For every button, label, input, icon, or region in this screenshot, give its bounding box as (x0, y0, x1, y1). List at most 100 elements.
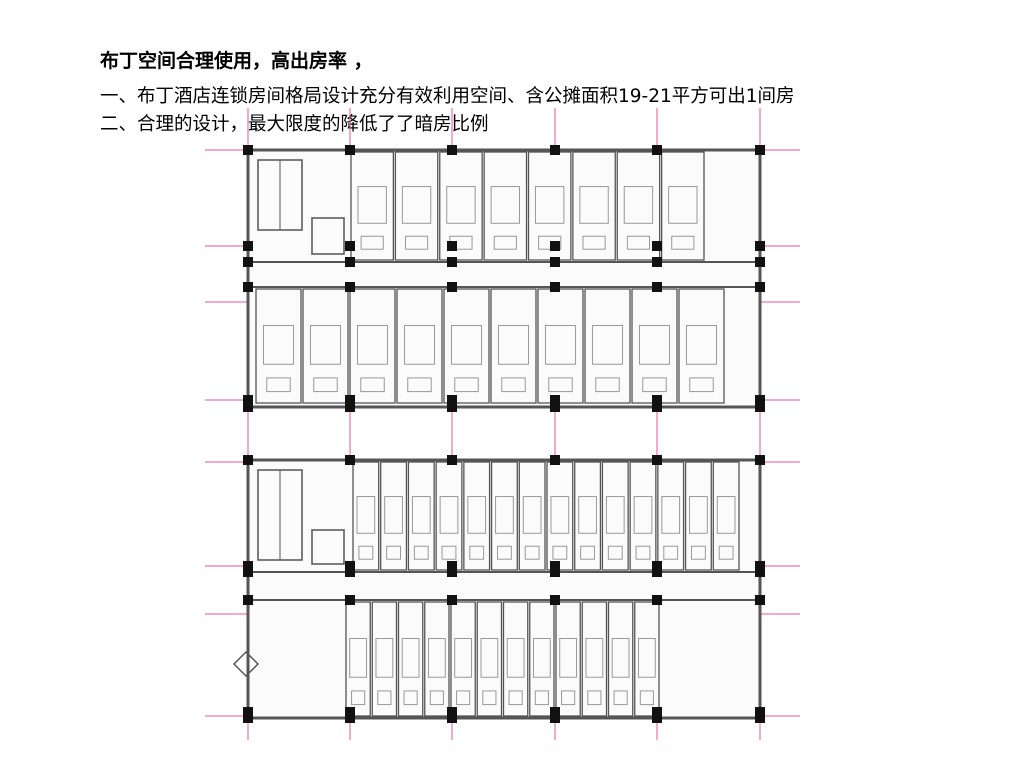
room-bathroom (482, 690, 497, 706)
room-outline (463, 461, 491, 571)
room-bed (446, 186, 476, 224)
column (243, 145, 253, 155)
room-outline (397, 601, 424, 717)
column (755, 455, 765, 465)
room-bed (638, 324, 671, 365)
room-bed (454, 637, 473, 678)
room-bathroom (552, 545, 568, 560)
room-bathroom (524, 545, 540, 560)
room-bed (611, 637, 630, 678)
room-outline (490, 461, 518, 571)
column (447, 595, 457, 605)
room-bathroom (403, 690, 418, 706)
lower-room-row-north (352, 461, 740, 571)
room-outline (527, 151, 572, 261)
room-bathroom (351, 690, 366, 706)
room-bathroom (386, 545, 401, 560)
room-outline (678, 288, 725, 404)
room-bed (490, 186, 521, 224)
room-bathroom (534, 690, 549, 706)
room-outline (255, 288, 302, 404)
column (652, 707, 662, 717)
room-outline (345, 601, 371, 717)
room-bathroom (642, 377, 667, 393)
column (345, 402, 355, 412)
column (345, 241, 355, 251)
room-bathroom (469, 545, 485, 560)
room-bathroom (360, 377, 385, 393)
column (550, 561, 560, 571)
upper-room-row-south (255, 288, 725, 404)
column (652, 282, 662, 292)
column (345, 145, 355, 155)
room-outline (483, 151, 528, 261)
column (243, 241, 253, 251)
room-outline (490, 288, 537, 404)
room-outline (629, 461, 657, 571)
room-bathroom (501, 377, 526, 393)
room-bathroom (639, 690, 654, 706)
room-outline (371, 601, 398, 717)
room-bed (506, 637, 525, 678)
room-bathroom (377, 690, 392, 706)
room-bed (349, 637, 368, 678)
column (447, 561, 457, 571)
room-bed (559, 637, 578, 678)
column (243, 395, 253, 405)
column (550, 282, 560, 292)
room-bathroom (561, 690, 576, 706)
room-bed (467, 496, 487, 534)
lower-elevator (311, 529, 345, 565)
column (652, 241, 662, 251)
room-bathroom (413, 545, 429, 560)
column (550, 395, 560, 405)
room-outline (407, 461, 435, 571)
column (550, 713, 560, 723)
room-bed (356, 496, 376, 534)
room-outline (439, 151, 483, 261)
room-bathroom (404, 235, 429, 250)
column (550, 455, 560, 465)
room-outline (584, 288, 631, 404)
room-outline (607, 601, 634, 717)
room-bathroom (441, 545, 457, 560)
room-bathroom (663, 545, 679, 560)
room-bed (689, 496, 708, 534)
room-outline (616, 151, 661, 261)
room-bed (401, 186, 432, 224)
column (345, 707, 355, 717)
column (755, 707, 765, 717)
room-bed (579, 186, 609, 224)
room-outline (581, 601, 608, 717)
room-bed (439, 496, 459, 534)
room-outline (634, 601, 660, 717)
room-bed (357, 186, 387, 224)
column (243, 567, 253, 577)
column (243, 455, 253, 465)
room-bed (637, 637, 656, 678)
column (550, 595, 560, 605)
room-bathroom (548, 377, 573, 393)
room-bathroom (538, 235, 562, 250)
column (550, 257, 560, 267)
column (755, 567, 765, 577)
room-outline (394, 151, 439, 261)
room-bed (401, 637, 420, 678)
column (652, 455, 662, 465)
column (447, 713, 457, 723)
room-outline (352, 461, 380, 571)
column (652, 257, 662, 267)
description-line-2: 二、合理的设计，最大限度的降低了了暗房比例 (100, 114, 489, 135)
column (243, 713, 253, 723)
room-bed (591, 324, 624, 365)
column (345, 395, 355, 405)
room-bathroom (580, 545, 596, 560)
column (345, 257, 355, 267)
column (652, 395, 662, 405)
slide-heading: 布丁空间合理使用，高出房率 ， (100, 50, 373, 72)
room-outline (555, 601, 581, 717)
room-bathroom (626, 235, 651, 250)
room-bathroom (718, 545, 734, 560)
lower-entrance-symbol (232, 650, 260, 678)
